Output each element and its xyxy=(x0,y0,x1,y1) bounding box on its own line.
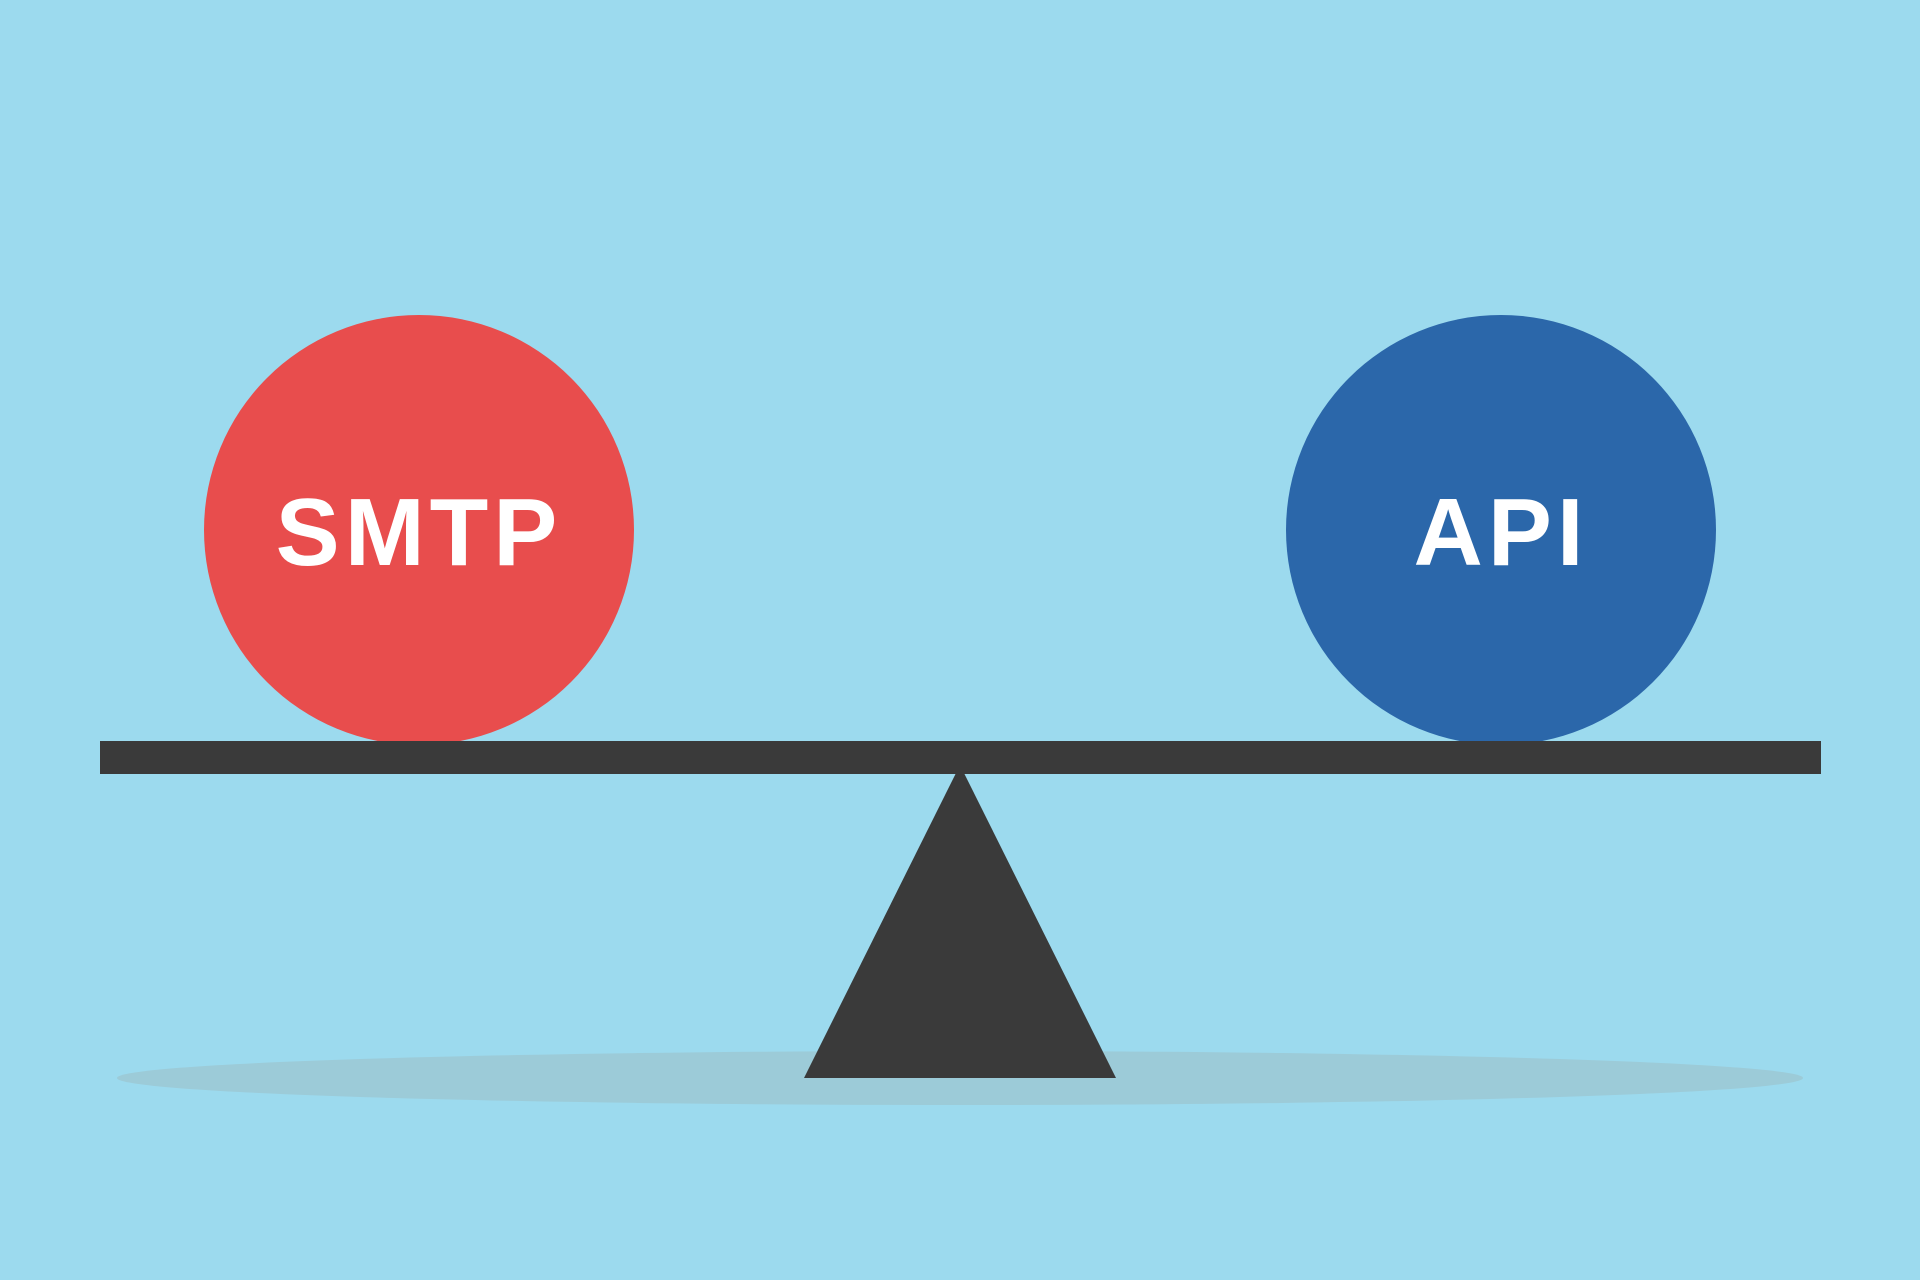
api-ball: API xyxy=(1286,315,1716,745)
smtp-ball: SMTP xyxy=(204,315,634,745)
api-ball-label: API xyxy=(1413,479,1588,586)
smtp-ball-label: SMTP xyxy=(276,479,563,586)
api-ball-circle xyxy=(1286,315,1716,745)
seesaw-beam xyxy=(100,741,1821,774)
smtp-ball-circle xyxy=(204,315,634,745)
fulcrum-triangle xyxy=(804,765,1116,1078)
